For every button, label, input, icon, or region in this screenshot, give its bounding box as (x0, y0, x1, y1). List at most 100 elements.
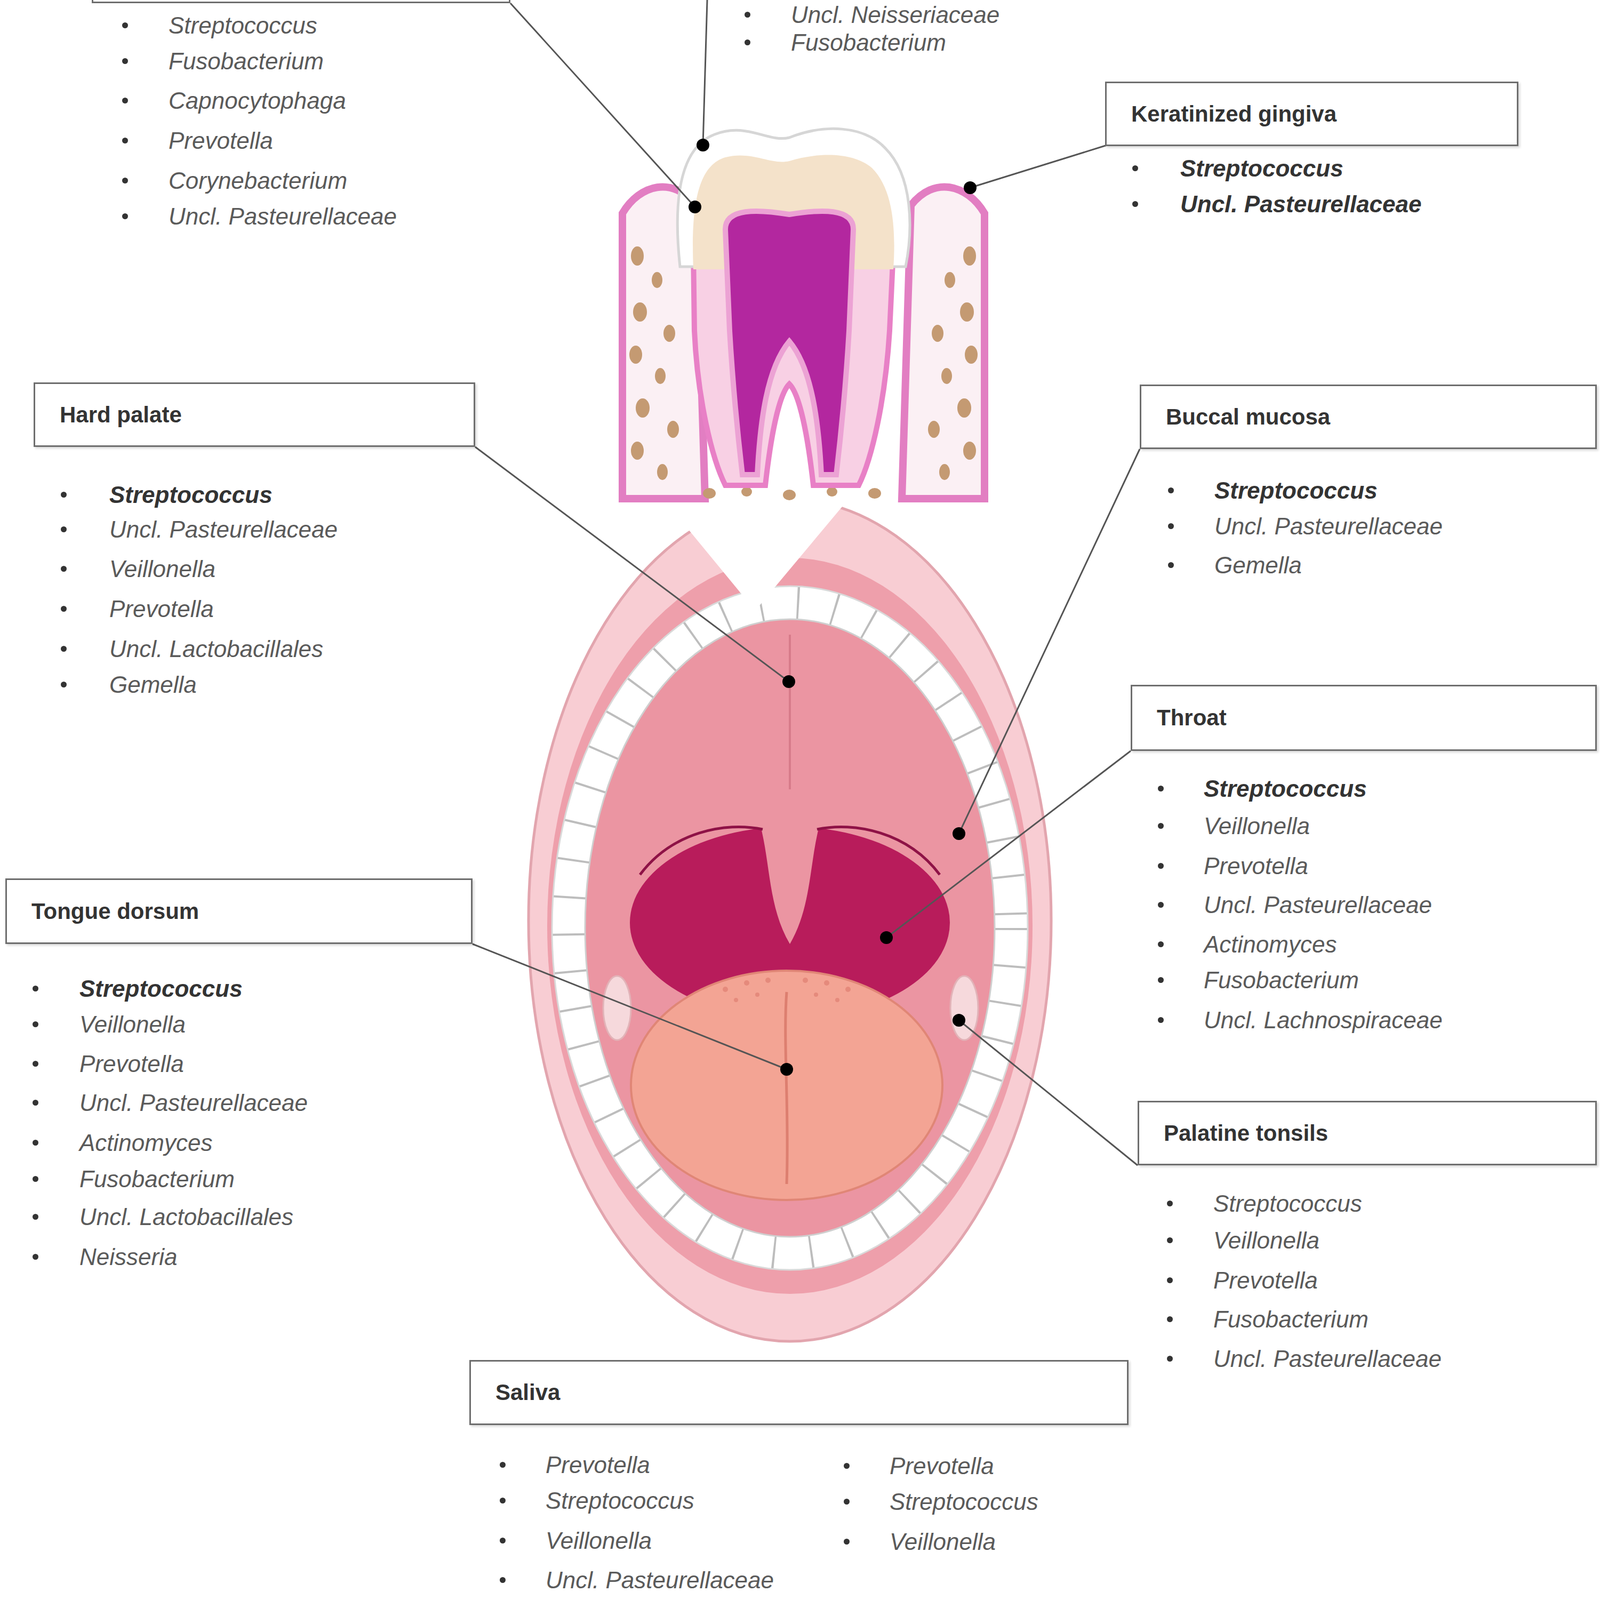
bullet-dot (122, 213, 128, 220)
bullet-dot (1168, 487, 1174, 494)
bullet-dot (1166, 1200, 1173, 1207)
taxon-name: Prevotella (79, 1050, 184, 1078)
bullet-dot (60, 565, 67, 572)
bullet-dot (122, 58, 128, 64)
site-header-box: Tongue dorsum (5, 878, 473, 944)
taxon-name: Veillonella (545, 1526, 652, 1555)
taxon-name: Uncl. Lactobacillales (79, 1203, 294, 1231)
taxon-name: Fusobacterium (168, 47, 324, 76)
taxon-name: Prevotella (109, 595, 214, 623)
taxon-name: Streptococcus (1214, 476, 1378, 505)
taxon-name: Uncl. Pasteurellaceae (1203, 891, 1432, 919)
taxon-name: Fusobacterium (1203, 966, 1359, 995)
taxon-name: Uncl. Pasteurellaceae (1213, 1345, 1442, 1373)
taxon-name: Actinomyces (1203, 930, 1337, 959)
teeth-ring (568, 602, 1012, 1254)
bullet-dot (1157, 785, 1164, 792)
taxon-name: Fusobacterium (79, 1165, 235, 1194)
taxon-name: Uncl. Neisseriaceae (790, 1, 1000, 29)
bullet-dot (32, 1253, 39, 1260)
site-dots (688, 138, 977, 1076)
bullet-dot (843, 1462, 850, 1469)
bullet-dot (122, 22, 128, 29)
site-heading: Tongue dorsum (31, 880, 199, 943)
gum-right (901, 186, 985, 499)
bullet-dot (499, 1537, 506, 1544)
site-header-box: Saliva (469, 1360, 1129, 1426)
site-group: Keratinized gingivaStreptococcusUncl. Pa… (1105, 81, 1519, 221)
site-header-box: Keratinized gingiva (1105, 81, 1519, 147)
site-header-box: Throat (1130, 684, 1597, 751)
site-header-box: Palatine tonsils (1137, 1100, 1597, 1166)
taxon-name: Veillonella (1203, 812, 1310, 840)
bullet-dot (60, 526, 67, 533)
site-heading: Throat (1156, 686, 1227, 750)
taxon-name: Veillonella (79, 1010, 186, 1039)
bullet-dot (60, 605, 67, 612)
site-header-box (91, 0, 511, 4)
taxon-name: Veillonella (889, 1528, 996, 1556)
taxon-name: Streptococcus (1213, 1189, 1363, 1218)
site-header-box: Buccal mucosa (1139, 384, 1597, 450)
site-group: Palatine tonsilsStreptococcusVeillonella… (1137, 1100, 1597, 1379)
bullet-dot (1166, 1355, 1173, 1362)
bullet-dot (60, 681, 67, 688)
taxon-name: Streptococcus (889, 1488, 1039, 1516)
bullet-dot (1157, 941, 1164, 948)
bullet-dot (499, 1577, 506, 1583)
taxon-name: Prevotella (1203, 852, 1309, 880)
taxon-name: Corynebacterium (168, 166, 348, 195)
bullet-dot (744, 11, 751, 18)
bullet-dot (32, 1176, 39, 1182)
bullet-dot (122, 177, 128, 184)
bullet-dot (122, 97, 128, 104)
taxon-name: Uncl. Pasteurellaceae (1214, 512, 1443, 541)
bullet-dot (1157, 822, 1164, 829)
site-heading: Palatine tonsils (1163, 1102, 1328, 1164)
uvula (760, 824, 820, 944)
taxon-name: Veillonella (109, 555, 216, 583)
site-group: Tongue dorsumStreptococcusVeillonellaPre… (5, 878, 473, 1274)
teeth-outer-edge (552, 586, 1028, 1270)
taxon-name: Streptococcus (1203, 774, 1367, 803)
leader-lines (472, 0, 1140, 1166)
site-heading: Buccal mucosa (1165, 386, 1331, 448)
zoom-notch (658, 493, 854, 611)
bullet-dot (32, 1099, 39, 1106)
bullet-dot (1157, 1017, 1164, 1023)
site-group: Buccal mucosaStreptococcusUncl. Pasteure… (1139, 384, 1597, 582)
taxon-name: Uncl. Lachnospiraceae (1203, 1006, 1443, 1035)
tongue (630, 970, 943, 1200)
taxon-name: Neisseria (79, 1243, 178, 1271)
tonsil (603, 976, 631, 1040)
taxon-name: Streptococcus (168, 11, 318, 40)
palate-cavity (585, 619, 995, 1237)
bullet-dot (843, 1538, 850, 1545)
bullet-dot (32, 1139, 39, 1146)
bullet-dot (843, 1498, 850, 1505)
taxon-name: Gemella (109, 670, 197, 699)
taxon-name: Uncl. Pasteurellaceae (545, 1566, 774, 1595)
bullet-dot (1166, 1316, 1173, 1323)
bullet-dot (32, 1060, 39, 1067)
taxon-name: Streptococcus (79, 974, 243, 1003)
taxon-name: Veillonella (1213, 1226, 1320, 1255)
bullet-dot (32, 985, 39, 992)
taxon-name: Gemella (1214, 551, 1302, 580)
bullet-dot (1157, 901, 1164, 908)
taxon-name: Fusobacterium (1213, 1305, 1369, 1334)
taxon-name: Fusobacterium (790, 28, 947, 57)
palatal-raphe (788, 634, 791, 790)
bullet-dot (499, 1497, 506, 1504)
site-heading: Hard palate (59, 384, 182, 446)
taxon-name: Prevotella (1213, 1266, 1318, 1295)
bullet-dot (1132, 165, 1139, 172)
palatal-arch (640, 826, 940, 875)
tongue-papillae (722, 977, 851, 1003)
site-header-box: Hard palate (33, 382, 476, 447)
bullet-dot (744, 39, 751, 46)
outer-lips (528, 499, 1052, 1342)
site-heading: Keratinized gingiva (1131, 83, 1337, 145)
bullet-dot (60, 645, 67, 652)
bullet-dot (122, 137, 128, 144)
